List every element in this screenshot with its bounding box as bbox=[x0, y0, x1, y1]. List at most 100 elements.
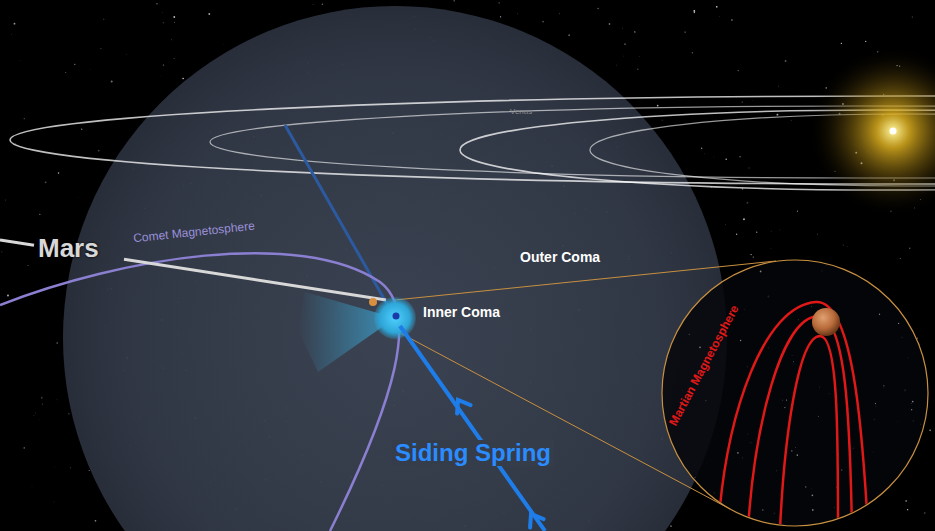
star bbox=[693, 10, 695, 12]
star bbox=[156, 3, 158, 5]
star bbox=[7, 295, 9, 297]
planet-label: Venus bbox=[510, 108, 532, 117]
star bbox=[68, 413, 69, 414]
comet-nucleus bbox=[393, 313, 400, 320]
star bbox=[929, 430, 931, 432]
star bbox=[879, 314, 880, 315]
star bbox=[786, 399, 787, 400]
star bbox=[909, 511, 911, 513]
star bbox=[843, 244, 844, 245]
star bbox=[797, 454, 799, 456]
direction-arrow bbox=[457, 400, 471, 414]
star bbox=[684, 31, 686, 33]
star bbox=[898, 323, 899, 324]
star bbox=[688, 333, 690, 335]
star bbox=[623, 55, 625, 57]
star bbox=[568, 34, 570, 36]
region-label: Inner Coma bbox=[423, 305, 500, 320]
star bbox=[637, 69, 638, 70]
star bbox=[795, 446, 797, 448]
star bbox=[785, 60, 787, 62]
star bbox=[883, 385, 884, 386]
mars-marker bbox=[369, 298, 377, 306]
star bbox=[41, 397, 43, 399]
star bbox=[681, 302, 682, 303]
star bbox=[675, 290, 676, 291]
star bbox=[699, 290, 701, 292]
star bbox=[182, 78, 184, 80]
star bbox=[24, 118, 25, 119]
star bbox=[56, 342, 57, 343]
star bbox=[223, 44, 225, 46]
star bbox=[752, 100, 754, 102]
star bbox=[736, 234, 737, 235]
star bbox=[784, 407, 785, 408]
star bbox=[11, 34, 13, 36]
star bbox=[756, 231, 757, 232]
star bbox=[95, 520, 97, 522]
star bbox=[98, 150, 100, 152]
star bbox=[797, 211, 798, 212]
star bbox=[58, 172, 59, 173]
star bbox=[624, 43, 625, 44]
star bbox=[208, 13, 210, 15]
star bbox=[39, 418, 41, 420]
star bbox=[45, 181, 47, 183]
star bbox=[909, 247, 911, 249]
region-label: Outer Coma bbox=[520, 250, 600, 265]
star bbox=[782, 399, 784, 401]
star bbox=[911, 409, 912, 410]
star bbox=[713, 156, 715, 158]
star bbox=[161, 75, 163, 77]
star bbox=[924, 512, 926, 514]
star bbox=[65, 71, 67, 73]
star bbox=[817, 415, 819, 417]
star bbox=[638, 55, 640, 57]
star bbox=[854, 270, 855, 271]
mars-orbit-line bbox=[124, 259, 386, 300]
star bbox=[597, 8, 598, 9]
star bbox=[897, 295, 899, 297]
mars-planet bbox=[812, 308, 840, 336]
star bbox=[738, 70, 739, 71]
star bbox=[609, 23, 611, 25]
star bbox=[912, 401, 914, 403]
star bbox=[126, 54, 128, 56]
star bbox=[793, 361, 795, 363]
star bbox=[670, 525, 672, 527]
star bbox=[35, 412, 37, 414]
star bbox=[790, 120, 792, 122]
star bbox=[725, 158, 727, 160]
star bbox=[719, 15, 721, 17]
star bbox=[770, 248, 771, 249]
star bbox=[811, 306, 813, 308]
star bbox=[78, 197, 80, 199]
star bbox=[791, 450, 792, 451]
star bbox=[770, 230, 772, 232]
star bbox=[667, 337, 668, 338]
star bbox=[163, 64, 164, 65]
star bbox=[692, 52, 693, 53]
star bbox=[24, 447, 25, 448]
star bbox=[834, 507, 836, 509]
star bbox=[743, 218, 745, 220]
star bbox=[616, 64, 618, 66]
star bbox=[701, 147, 702, 148]
star bbox=[746, 202, 748, 204]
star bbox=[103, 18, 105, 20]
star bbox=[661, 119, 663, 121]
star bbox=[174, 21, 176, 23]
star bbox=[634, 31, 635, 32]
star bbox=[88, 470, 90, 472]
star bbox=[674, 521, 675, 522]
star bbox=[31, 486, 33, 488]
star bbox=[762, 509, 763, 510]
star bbox=[90, 69, 92, 71]
star bbox=[841, 43, 842, 44]
star bbox=[33, 415, 35, 417]
star bbox=[902, 471, 903, 472]
mars-orbit-line bbox=[0, 240, 34, 245]
star bbox=[498, 2, 500, 4]
star bbox=[54, 466, 55, 467]
star bbox=[162, 12, 163, 13]
